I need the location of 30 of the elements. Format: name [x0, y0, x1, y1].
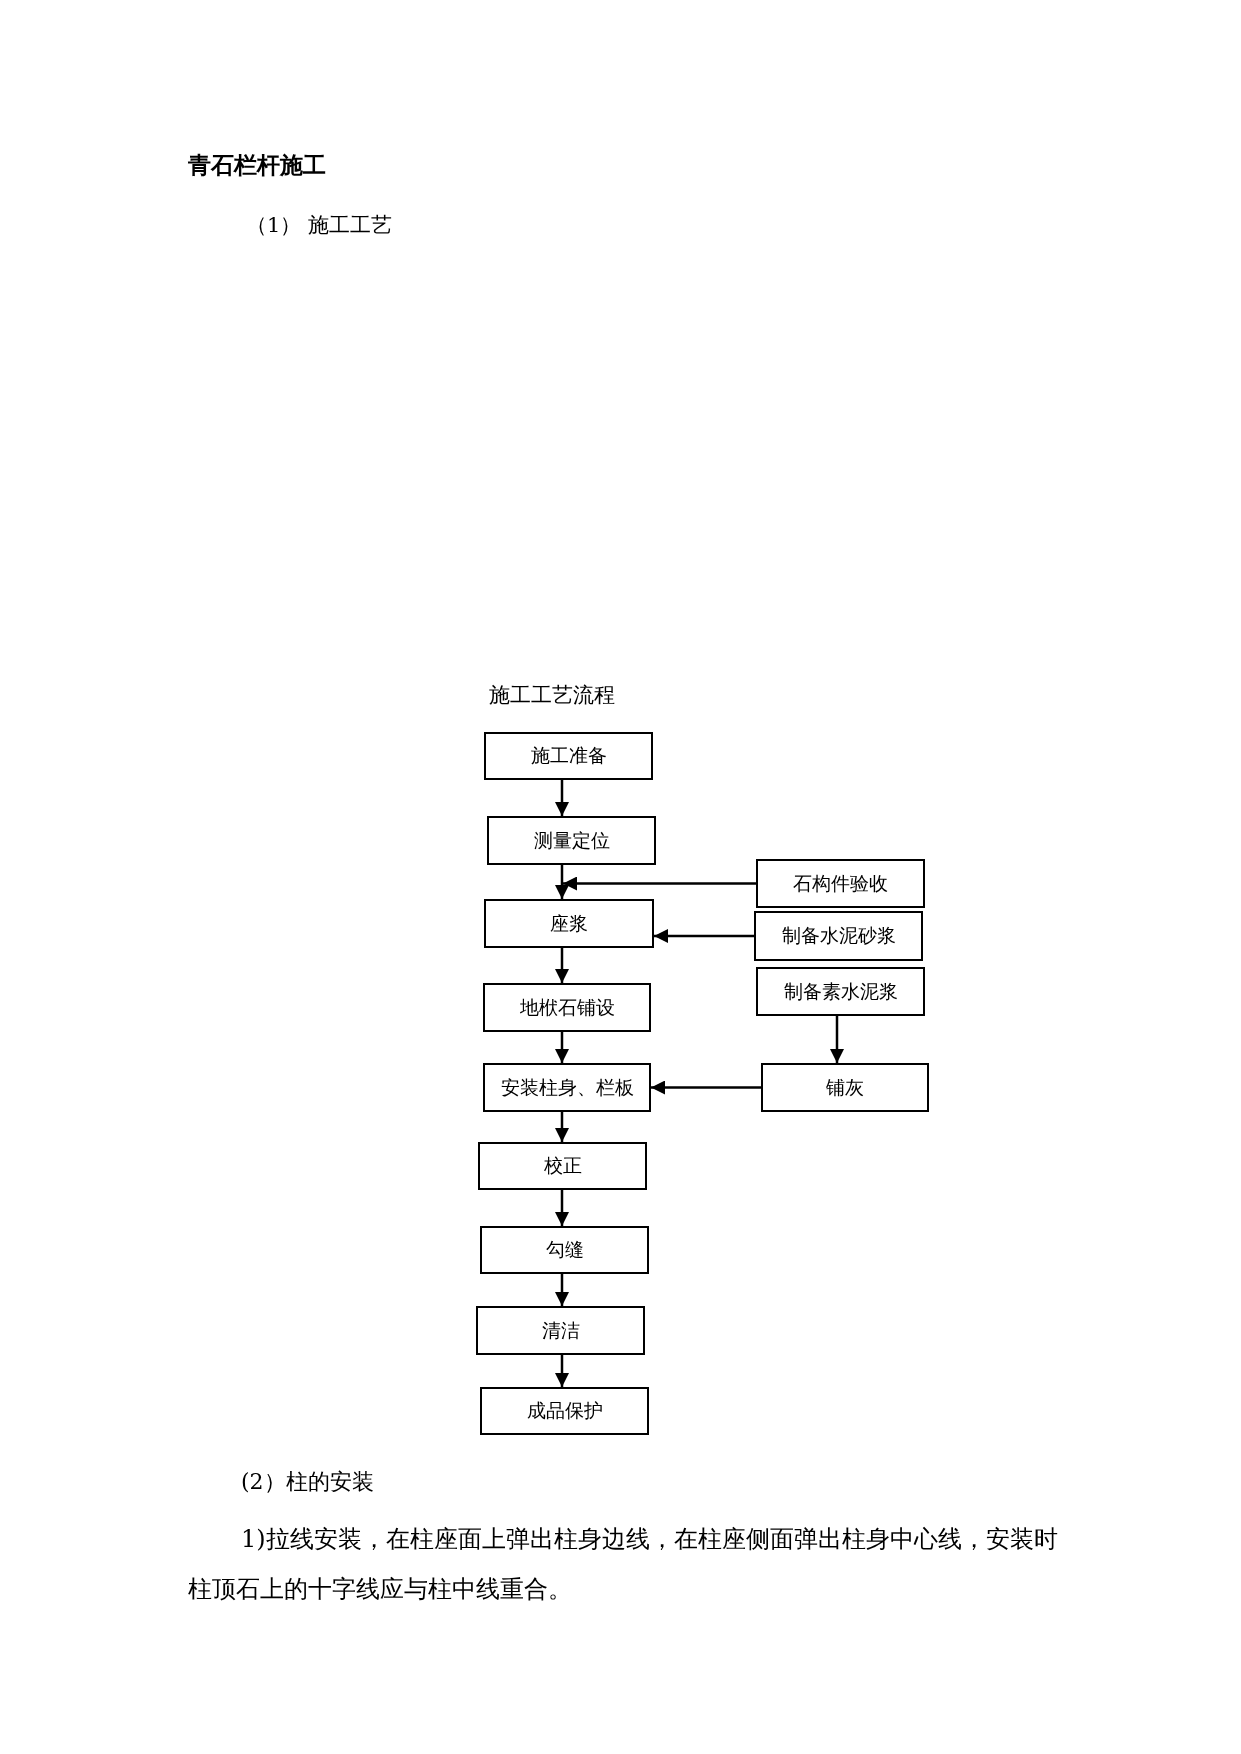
- paragraph: 1)拉线安装，在柱座面上弹出柱身边线，在柱座侧面弹出柱身中心线，安装时柱顶石上的十字线应与柱中线重合。: [188, 1524, 1058, 1605]
- process-box: 校正: [478, 1142, 647, 1190]
- arrow: [563, 876, 756, 891]
- process-box: 地栿石铺设: [483, 983, 651, 1032]
- arrow: [555, 1355, 569, 1387]
- process-box: 施工准备: [484, 732, 653, 780]
- arrow: [651, 1080, 761, 1095]
- arrow: [654, 929, 754, 943]
- arrow: [555, 948, 569, 983]
- arrow: [555, 1032, 569, 1063]
- arrow: [555, 865, 569, 899]
- process-box: 清洁: [476, 1306, 645, 1355]
- process-box: 座浆: [484, 899, 654, 948]
- chart-title: 施工工艺流程: [489, 682, 615, 709]
- arrow: [555, 1190, 569, 1226]
- process-box: 测量定位: [487, 816, 656, 865]
- arrow: [555, 1274, 569, 1306]
- process-box: 制备水泥砂浆: [754, 911, 923, 961]
- arrow: [555, 780, 569, 816]
- process-box: 制备素水泥浆: [756, 967, 925, 1016]
- arrow: [830, 1016, 844, 1063]
- process-box: 安装柱身、栏板: [483, 1063, 651, 1112]
- arrow: [555, 1112, 569, 1142]
- heading: 青石栏杆施工: [188, 150, 326, 180]
- process-box: 石构件验收: [756, 859, 925, 908]
- process-box: 成品保护: [480, 1387, 649, 1435]
- subheading: （1） 施工工艺: [246, 212, 393, 239]
- process-box: 铺灰: [761, 1063, 929, 1112]
- process-box: 勾缝: [480, 1226, 649, 1274]
- subheading: (2）柱的安装: [241, 1468, 374, 1496]
